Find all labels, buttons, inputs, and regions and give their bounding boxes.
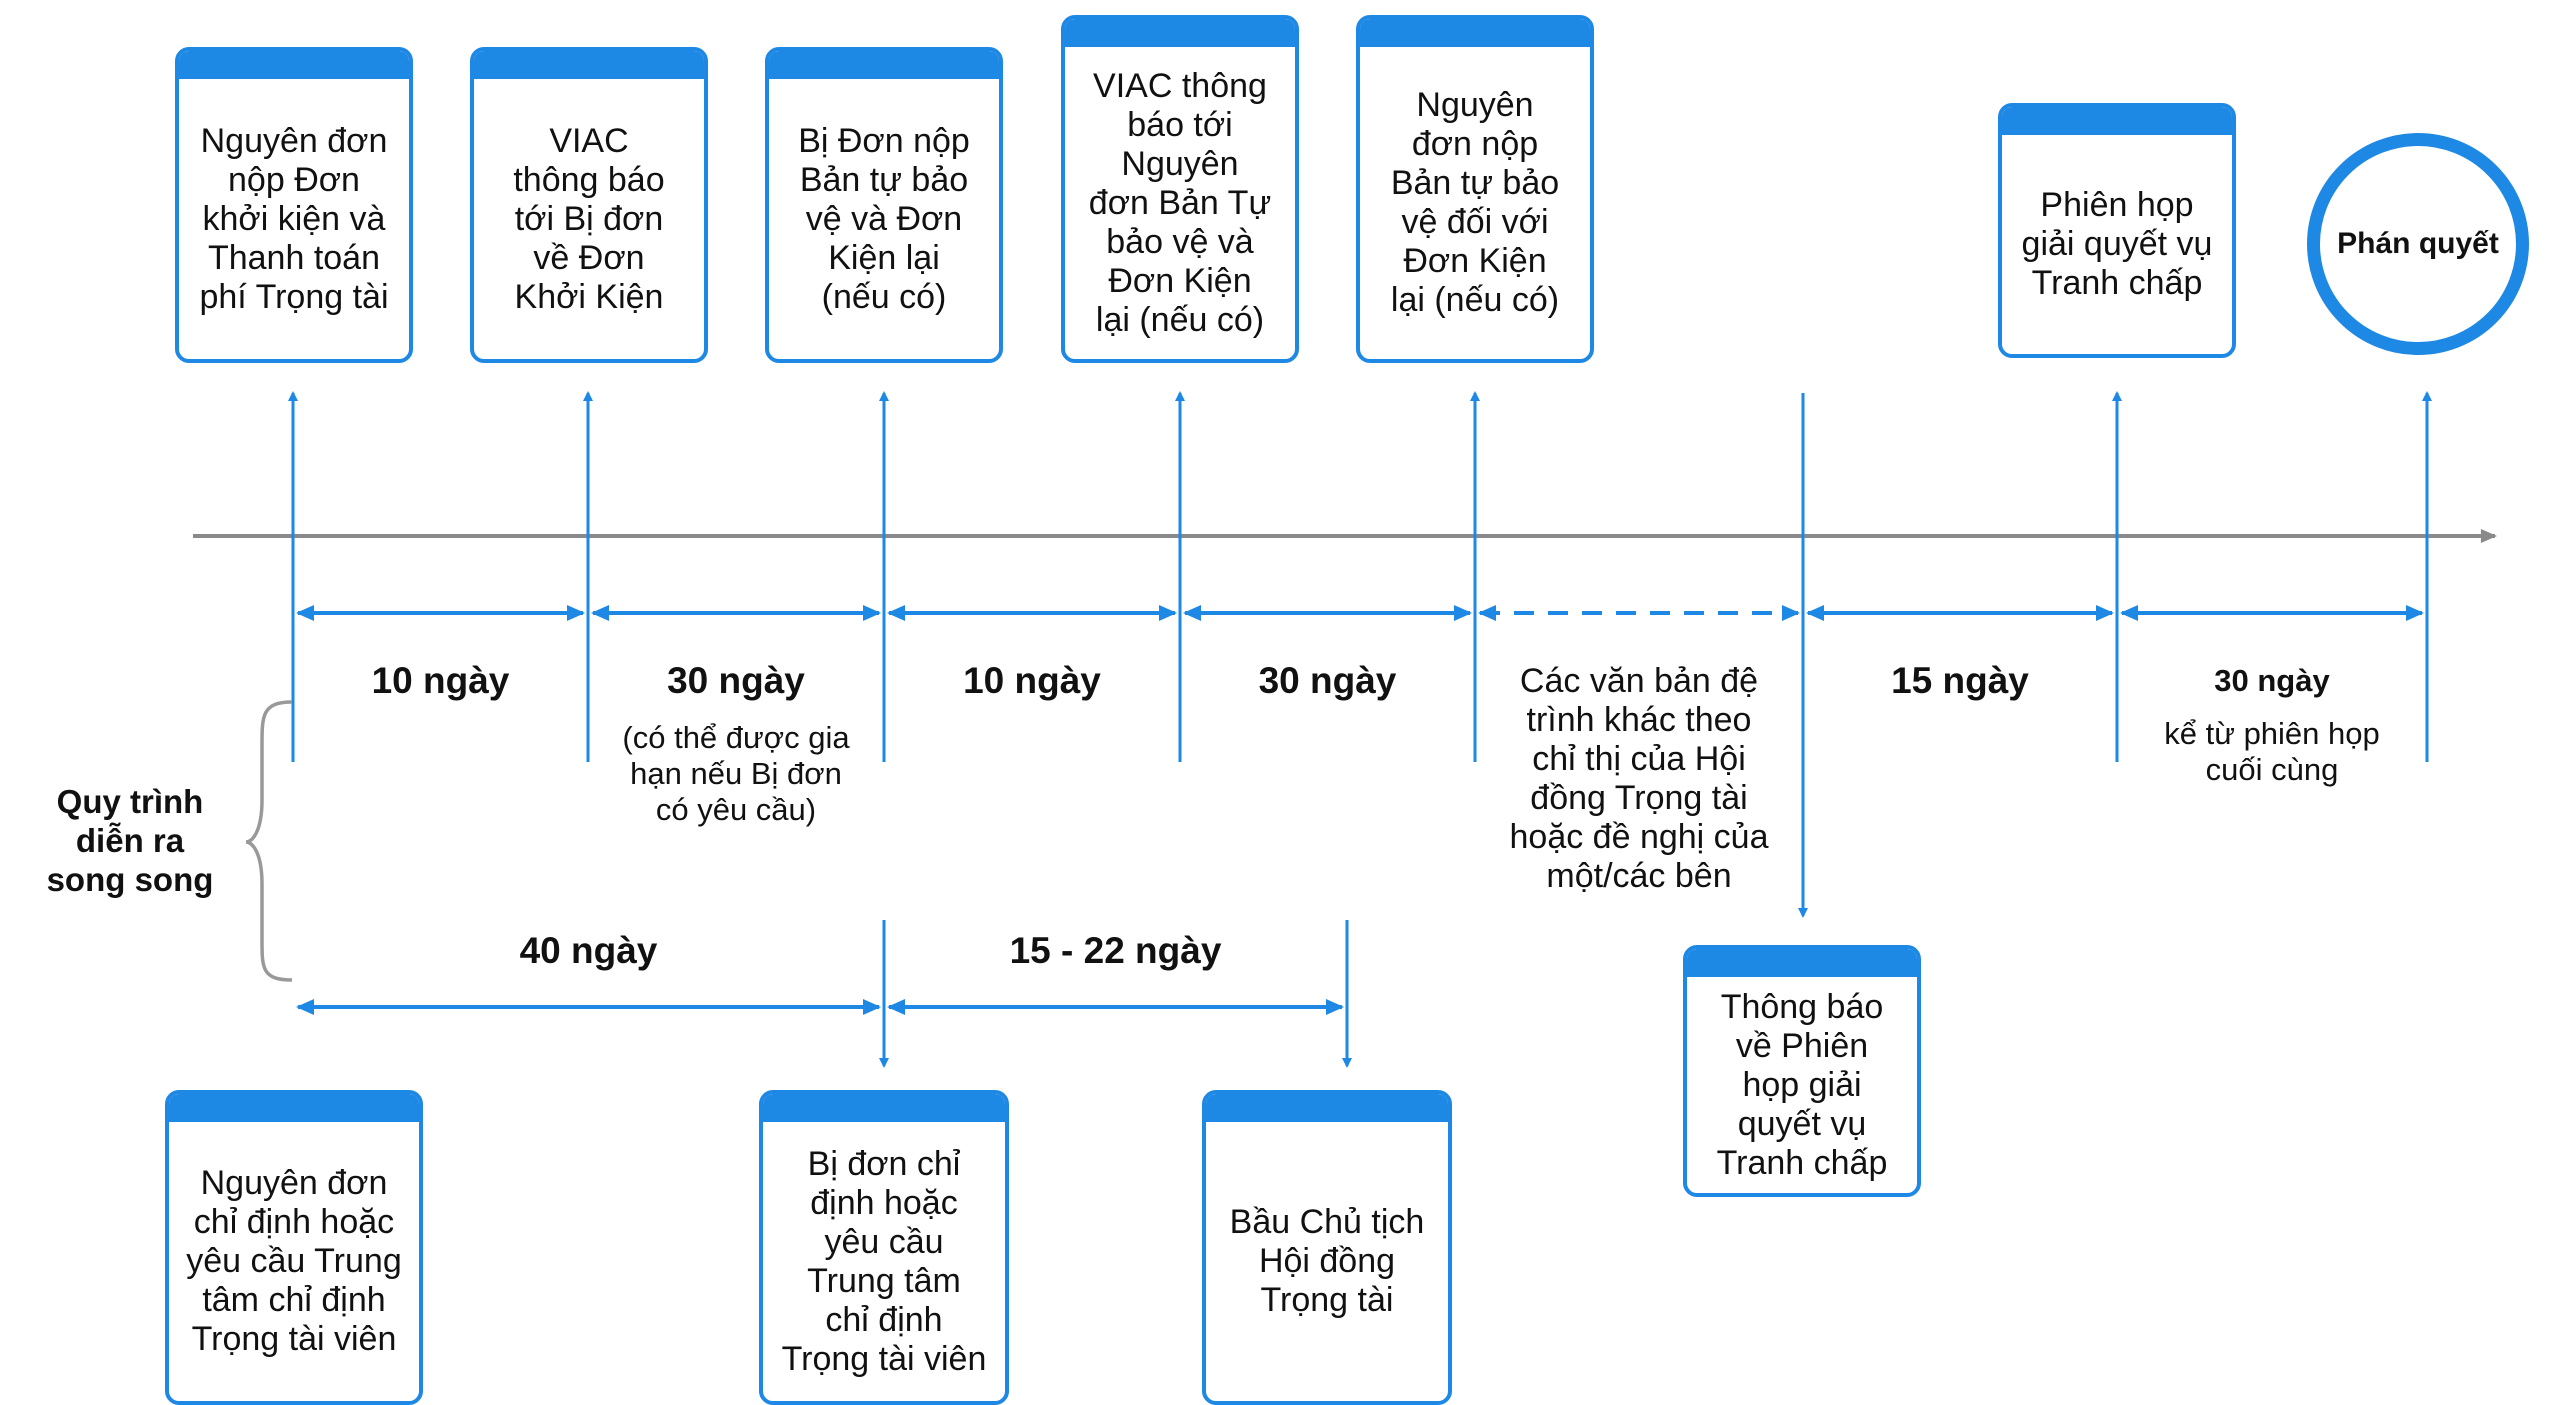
parallel-brace	[245, 700, 293, 982]
interval-2-label: 30 ngày	[667, 660, 805, 701]
event-box-label: VIAC thông báo tới Bị đơn về Đơn Khởi Ki…	[513, 121, 665, 316]
event-box-label: VIAC thông báo tới Nguyên đơn Bản Tự bảo…	[1088, 66, 1272, 339]
event-box-file-claim: Nguyên đơn nộp Đơn khởi kiện và Thanh to…	[175, 47, 413, 363]
event-box-claimant-appoint-arbitrator: Nguyên đơn chỉ định hoặc yêu cầu Trung t…	[165, 1090, 423, 1405]
event-box-label: Bị Đơn nộp Bản tự bảo vệ và Đơn Kiện lại…	[798, 121, 970, 316]
event-box-respondent-appoint-arbitrator: Bị đơn chỉ định hoặc yêu cầu Trung tâm c…	[759, 1090, 1009, 1405]
event-box-label: Thông báo về Phiên họp giải quyết vụ Tra…	[1716, 987, 1888, 1182]
parallel-interval-1-label: 40 ngày	[519, 930, 658, 971]
event-box-notify-claimant: VIAC thông báo tới Nguyên đơn Bản Tự bảo…	[1061, 15, 1299, 363]
event-box-notify-respondent: VIAC thông báo tới Bị đơn về Đơn Khởi Ki…	[470, 47, 708, 363]
interval-6-label: 15 ngày	[1891, 660, 2029, 701]
event-connectors	[288, 391, 2432, 1068]
interval-5-label: Các văn bản đệ trình khác theo chỉ thị c…	[1509, 662, 1769, 895]
interval-4-label: 30 ngày	[1258, 660, 1397, 701]
event-box-label: Nguyên đơn nộp Đơn khởi kiện và Thanh to…	[199, 121, 389, 316]
duration-arrows	[296, 605, 2424, 1015]
event-box-label: Nguyên đơn chỉ định hoặc yêu cầu Trung t…	[186, 1164, 402, 1358]
event-box-label: Bị đơn chỉ định hoặc yêu cầu Trung tâm c…	[781, 1144, 987, 1378]
event-box-respondent-defense: Bị Đơn nộp Bản tự bảo vệ và Đơn Kiện lại…	[765, 47, 1003, 363]
event-box-label: Phiên họp giải quyết vụ Tranh chấp	[2021, 186, 2213, 302]
interval-7-note: kể từ phiên họp cuối cùng	[2164, 716, 2380, 787]
interval-7-label: 30 ngày	[2214, 663, 2330, 698]
interval-3-label: 10 ngày	[963, 660, 1101, 701]
final-award-circle: Phán quyết	[2307, 133, 2529, 355]
interval-1-label: 10 ngày	[371, 660, 510, 701]
event-box-label: Bầu Chủ tịch Hội đồng Trọng tài	[1229, 1203, 1425, 1319]
event-box-claimant-counter-defense: Nguyên đơn nộp Bản tự bảo vệ đối với Đơn…	[1356, 15, 1594, 363]
parallel-interval-2-label: 15 - 22 ngày	[1009, 930, 1222, 971]
parallel-process-label: Quy trình diễn ra song song	[46, 783, 214, 898]
event-box-elect-chairman: Bầu Chủ tịch Hội đồng Trọng tài	[1202, 1090, 1452, 1405]
event-box-hearing-notice: Thông báo về Phiên họp giải quyết vụ Tra…	[1683, 945, 1921, 1197]
interval-2-note: (có thể được gia hạn nếu Bị đơn có yêu c…	[622, 720, 850, 827]
event-box-label: Nguyên đơn nộp Bản tự bảo vệ đối với Đơn…	[1390, 86, 1560, 319]
event-box-hearing: Phiên họp giải quyết vụ Tranh chấp	[1998, 103, 2236, 358]
